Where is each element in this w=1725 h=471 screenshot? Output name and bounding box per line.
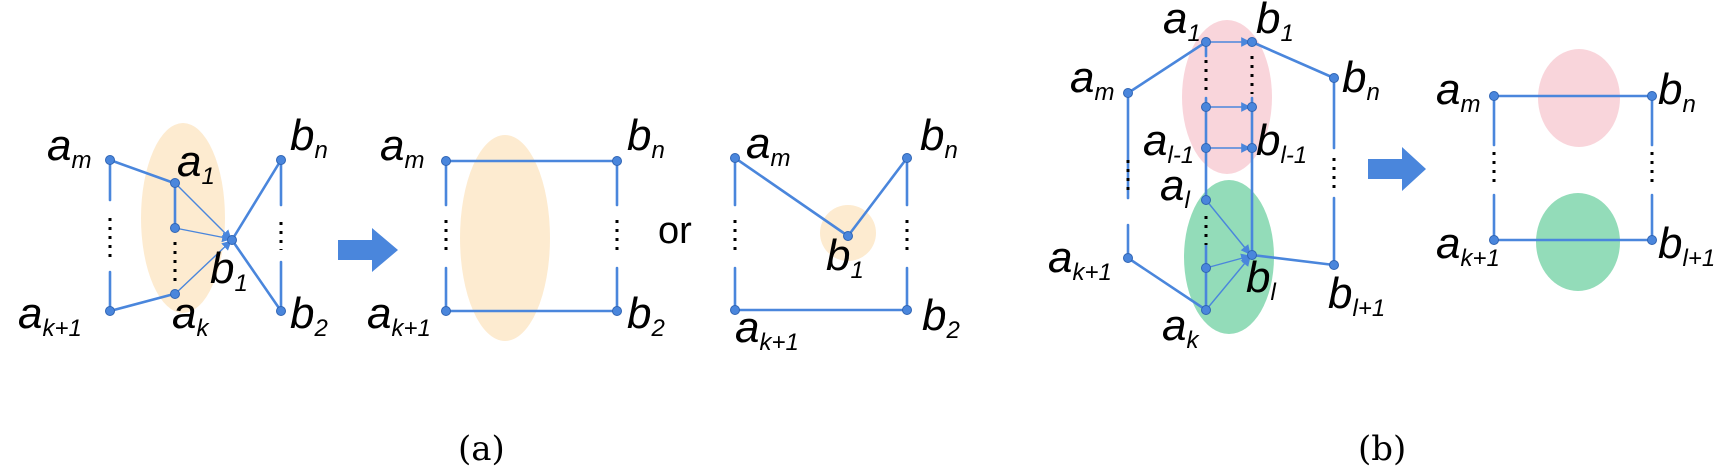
caption-a: (a) — [458, 429, 505, 469]
node-b-1 — [227, 235, 237, 245]
or-text: or — [658, 210, 692, 252]
label-a-k1: ak+1 — [1048, 233, 1112, 286]
transform-arrow-icon — [1368, 147, 1426, 191]
node-a-k — [170, 289, 180, 299]
green-region — [1536, 193, 1620, 291]
label-a-m: am — [1436, 65, 1480, 118]
panel-a-left-graph: am a1 bn b1 ak+1 ak b2 — [18, 111, 328, 342]
label-a-k1: ak+1 — [1436, 219, 1500, 272]
label-a-k1: ak+1 — [367, 289, 431, 342]
label-a-1: a1 — [177, 137, 215, 190]
pink-region — [1538, 49, 1620, 147]
orange-region — [460, 135, 550, 341]
label-a-k: ak — [172, 289, 210, 342]
label-b-n: bn — [290, 111, 328, 164]
label-b-n: bn — [1342, 53, 1380, 106]
label-a-k1: ak+1 — [735, 303, 799, 356]
label-a-m: am — [47, 121, 91, 174]
node-a-m — [105, 155, 115, 165]
pink-region — [1182, 20, 1272, 174]
label-b-1: b1 — [826, 231, 864, 284]
node-b-n — [276, 155, 286, 165]
panel-a-right-graph: am bn b1 ak+1 b2 — [730, 111, 960, 356]
panel-b-left-graph: a1 b1 am bn al-1 bl-1 al ak+1 bl bl+1 ak — [1048, 0, 1385, 354]
label-b-n: bn — [920, 111, 958, 164]
panel-a-middle-graph: am bn ak+1 b2 — [367, 111, 665, 342]
label-a-l-1: al-1 — [1143, 116, 1194, 169]
label-b-1: b1 — [210, 244, 248, 297]
label-a-m: am — [380, 121, 424, 174]
label-a-1: a1 — [1163, 0, 1201, 47]
node-a-k1 — [105, 306, 115, 316]
label-b-l: bl — [1246, 253, 1276, 306]
label-b-2: b2 — [290, 289, 328, 342]
label-b-l-1: bl-1 — [1256, 116, 1307, 169]
label-a-l: al — [1160, 161, 1190, 214]
label-b-2: b2 — [627, 289, 665, 342]
panel-b-right-graph: am bn ak+1 bl+1 — [1436, 49, 1715, 291]
node-mid — [170, 223, 180, 233]
label-b-l+1: bl+1 — [1328, 269, 1385, 322]
caption-b: (b) — [1358, 429, 1406, 469]
label-b-1: b1 — [1256, 0, 1294, 47]
orange-region — [141, 123, 225, 313]
label-a-k: ak — [1162, 301, 1200, 354]
label-a-k1: ak+1 — [18, 289, 82, 342]
label-a-m: am — [746, 119, 790, 172]
transform-arrow-icon — [338, 228, 398, 272]
label-a-m: am — [1070, 53, 1114, 106]
node-b-2 — [276, 306, 286, 316]
label-b-n: bn — [627, 111, 665, 164]
label-b-l+1: bl+1 — [1658, 219, 1715, 272]
label-b-2: b2 — [922, 291, 960, 344]
node-a-1 — [170, 178, 180, 188]
label-b-n: bn — [1658, 65, 1696, 118]
